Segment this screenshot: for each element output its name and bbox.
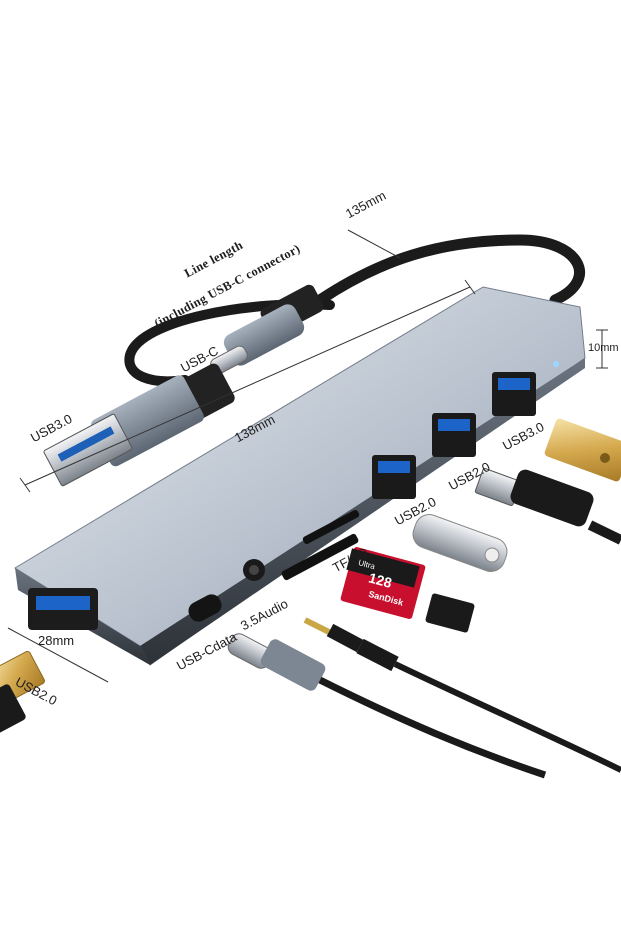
led-indicator <box>553 361 559 367</box>
port-sd-slot <box>281 509 360 581</box>
sd-card-capacity: 128 <box>367 569 394 591</box>
sd-card: 128 SanDisk Ultra <box>340 547 426 619</box>
gold-usb-stick <box>544 418 621 482</box>
usb-c-plug <box>227 633 547 779</box>
sd-card-line: Ultra <box>357 558 376 571</box>
audio-jack-cable <box>303 617 621 773</box>
gold-usb-plug <box>0 650 45 736</box>
usb-c-cable-connector <box>210 284 324 375</box>
port-usb2-a <box>372 455 416 499</box>
cable <box>124 234 585 387</box>
port-usb3 <box>492 372 536 416</box>
dimension-lines <box>7 229 608 683</box>
port-usb2-front <box>28 588 98 630</box>
port-usb-c-data <box>188 594 222 622</box>
usb-a-plug <box>474 468 621 545</box>
height-value: 10mm <box>588 342 619 354</box>
silver-flash-drive <box>412 514 508 572</box>
port-audio <box>243 559 265 581</box>
width-value: 28mm <box>38 633 75 648</box>
port-usb2-b <box>432 413 476 457</box>
microsd-card <box>425 593 475 633</box>
